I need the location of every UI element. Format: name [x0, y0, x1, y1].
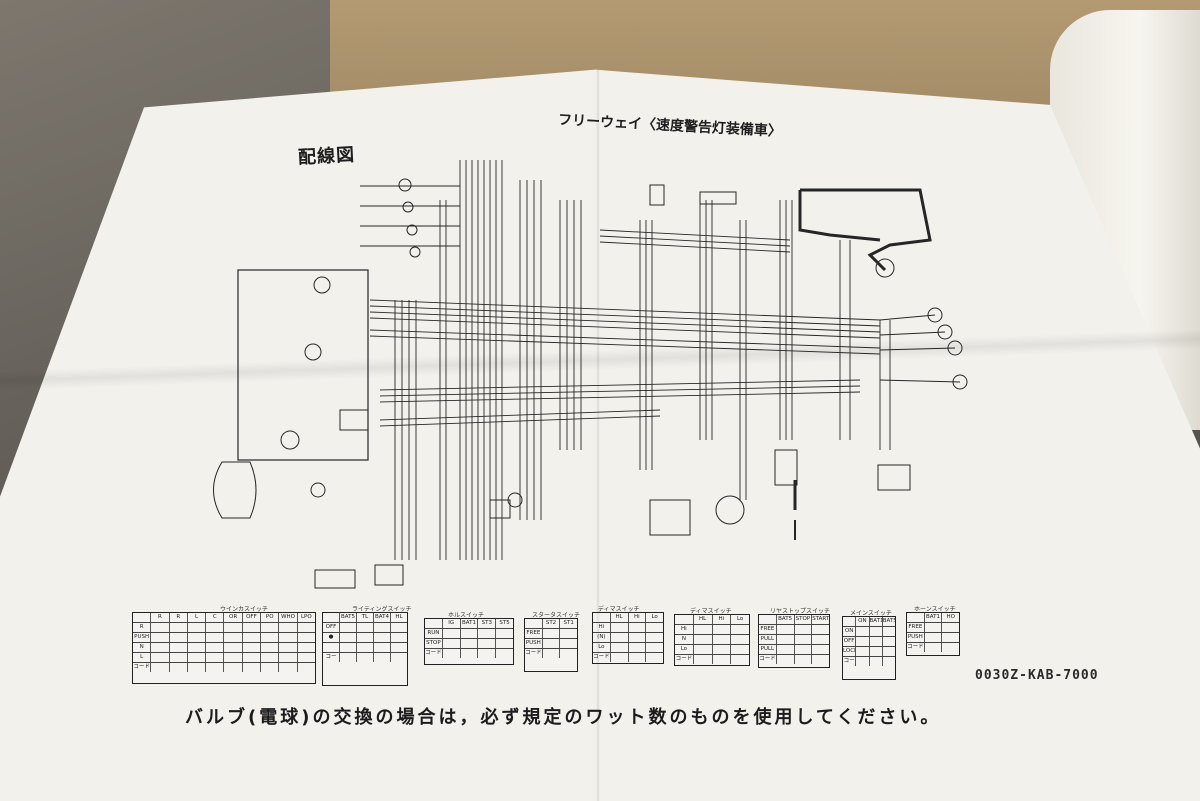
switch-title-rear-stop: リヤストップスイッチ: [770, 608, 831, 615]
fuel-gauge: [280, 430, 300, 450]
switch-title-horn: ホーンスイッチ: [914, 606, 956, 613]
ignition-coil: [774, 449, 798, 486]
tachometer-lamp: [304, 343, 322, 361]
switch-title-lighting: ライティングスイッチ: [352, 606, 412, 613]
switch-title-dimmer-2: ディマスイッチ: [690, 608, 732, 615]
control-unit: [339, 409, 369, 431]
alternator: [715, 495, 745, 525]
speedometer-lamp: [313, 276, 331, 294]
switch-title-main: メインスイッチ: [850, 610, 892, 617]
part-number: 0030Z-KAB-7000: [975, 668, 1099, 683]
headlight: [213, 461, 257, 519]
switch-title-starter: スタータスイッチ: [532, 612, 581, 619]
bulb-notice: バルブ(電球)の交換の場合は，必ず規定のワット数のものを使用してください。: [185, 707, 942, 728]
meter-panel-box: [237, 269, 369, 461]
fold-line-horizontal: [0, 330, 1200, 390]
front-turn-lamp: [507, 492, 523, 508]
relay: [649, 184, 665, 206]
regulator-rectifier: [649, 499, 691, 536]
switch-title-dimmer-1: ディマスイッチ: [598, 606, 640, 613]
battery: [875, 258, 895, 278]
rear-unit: [877, 464, 911, 491]
switch-title-winker: ウインカスイッチ: [220, 606, 269, 613]
battery-circuit: [800, 188, 932, 272]
position-lamp: [310, 482, 326, 498]
fold-line-vertical: [596, 70, 600, 801]
rear-turn-lamp-right: [927, 307, 943, 323]
fuse-box: [699, 191, 737, 205]
winker-relay: [314, 569, 356, 589]
switch-title-horu: ホルスイッチ: [448, 612, 485, 619]
